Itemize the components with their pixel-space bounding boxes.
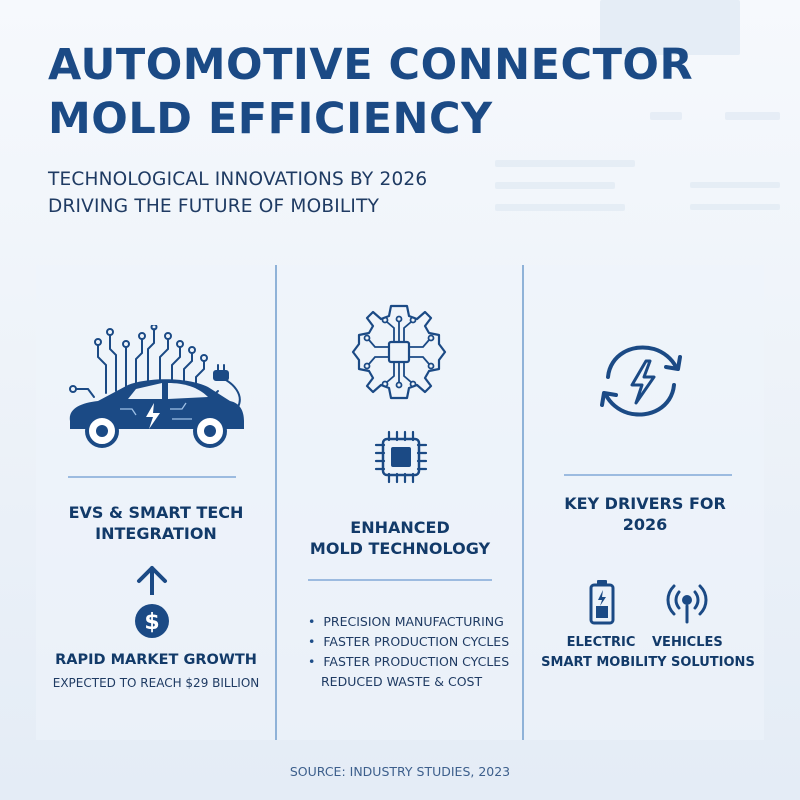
background-decoration [495, 182, 615, 189]
column-divider [275, 265, 277, 740]
background-decoration [690, 204, 780, 210]
page-title: AUTOMOTIVE CONNECTOR MOLD EFFICIENCY [48, 38, 768, 146]
subtitle-line-1: TECHNOLOGICAL INNOVATIONS BY 2026 [48, 169, 428, 190]
mold-tech-heading: ENHANCED MOLD TECHNOLOGY [309, 518, 491, 558]
ev-car-circuit-icon [69, 325, 244, 448]
mold-tech-list: PRECISION MANUFACTURING FASTER PRODUCTIO… [308, 612, 518, 692]
market-growth-heading: RAPID MARKET GROWTH [55, 652, 257, 668]
background-decoration [495, 160, 635, 167]
section-divider [68, 476, 236, 478]
battery-icon [589, 580, 615, 625]
list-item: REDUCED WASTE & COST [321, 674, 483, 689]
list-item: FASTER PRODUCTION CYCLES [308, 652, 518, 672]
arrow-up-icon [137, 566, 167, 595]
page-subtitle: TECHNOLOGICAL INNOVATIONS BY 2026 DRIVIN… [48, 166, 508, 220]
market-growth-text: EXPECTED TO REACH $29 BILLION [52, 676, 260, 690]
electric-label: ELECTRIC [566, 635, 636, 650]
subtitle-line-2: DRIVING THE FUTURE OF MOBILITY [48, 196, 380, 217]
svg-text:$: $ [144, 610, 159, 635]
evs-heading: EVS & SMART TECH INTEGRATION [68, 503, 244, 543]
title-line-2: MOLD EFFICIENCY [48, 94, 493, 144]
background-decoration [650, 112, 682, 120]
background-decoration [725, 112, 780, 120]
vehicles-label: VEHICLES [652, 635, 723, 650]
microchip-icon [374, 430, 428, 484]
section-divider [308, 579, 492, 581]
smart-mobility-label: SMART MOBILITY SOLUTIONS [541, 655, 755, 670]
section-divider [564, 474, 732, 476]
column-divider [522, 265, 524, 740]
dollar-coin-icon: $ [135, 604, 169, 638]
list-item: FASTER PRODUCTION CYCLES [308, 632, 518, 652]
gear-circuit-icon [351, 304, 447, 400]
background-decoration [600, 0, 740, 55]
title-line-1: AUTOMOTIVE CONNECTOR [48, 40, 694, 90]
wireless-signal-icon [666, 584, 708, 624]
recycle-lightning-icon [600, 345, 682, 417]
list-item: PRECISION MANUFACTURING [308, 612, 518, 632]
source-note: SOURCE: INDUSTRY STUDIES, 2023 [289, 764, 511, 779]
background-decoration [690, 182, 780, 188]
background-decoration [495, 204, 625, 211]
key-drivers-heading: KEY DRIVERS FOR 2026 [564, 494, 726, 534]
